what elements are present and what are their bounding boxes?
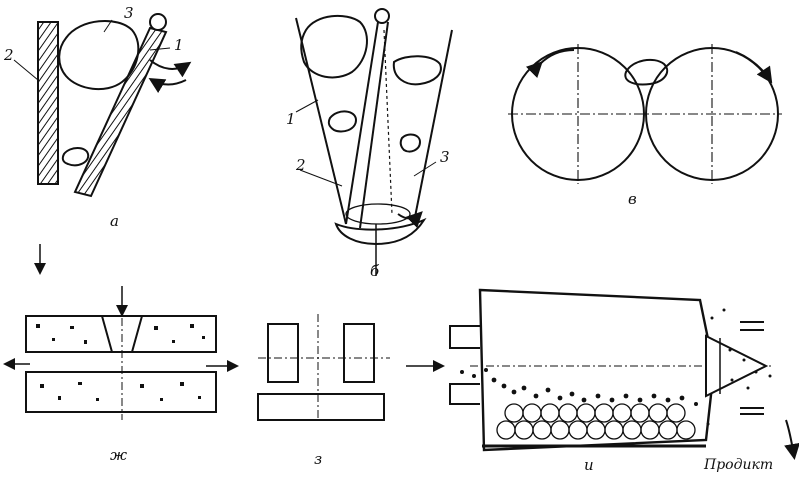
- small-rock-piece: [327, 110, 358, 133]
- jaw-pivot: [149, 13, 167, 31]
- left-column: [267, 323, 299, 383]
- material-particles: [460, 308, 772, 426]
- panel-z-caption: з: [314, 450, 323, 468]
- inlet-duct: [449, 325, 480, 405]
- small-rock-piece-right: [399, 133, 422, 153]
- base-plate: [257, 393, 385, 421]
- large-rock-piece: [58, 20, 140, 91]
- panel-i-ball-mill: [406, 288, 799, 460]
- panel-z-column-blocks: [257, 314, 390, 421]
- swing-arrow-icon: [149, 59, 192, 78]
- panel-b-label-3: 3: [440, 148, 450, 166]
- panel-b-caption: б: [370, 262, 380, 280]
- lower-block: [25, 371, 217, 413]
- panel-b-label-1: 1: [286, 110, 296, 128]
- panel-zh-crushing-blocks: [3, 244, 239, 420]
- cone-shaft-pivot: [374, 8, 390, 24]
- cone-gyration-ellipse: [345, 203, 411, 225]
- rotation-arrow-icon: [397, 211, 423, 229]
- panel-zh-caption: ж: [110, 446, 128, 464]
- discharge-cone: [705, 334, 769, 398]
- mill-shell: [478, 288, 716, 452]
- grinding-balls: [496, 403, 696, 440]
- right-column: [343, 323, 375, 383]
- cone-base: [334, 217, 427, 246]
- outer-bowl-left-wall: [295, 17, 347, 225]
- small-rock-piece: [61, 147, 90, 167]
- moving-jaw-plate: [73, 26, 168, 198]
- panel-a-jaw-crusher: [13, 13, 192, 198]
- fixed-jaw-plate: [37, 21, 59, 185]
- panel-v-roll-crusher: [508, 44, 782, 184]
- right-rock-piece: [392, 55, 442, 86]
- left-roll-rotation-arrow-icon: [525, 49, 575, 79]
- block-particles: [36, 324, 205, 401]
- product-label: Продикт: [704, 457, 774, 473]
- panel-a-label-2: 2: [4, 46, 14, 64]
- panel-i-caption: и: [584, 456, 594, 474]
- panel-a-label-1: 1: [174, 36, 184, 54]
- panel-b-label-2: 2: [296, 156, 306, 174]
- swing-arrow-back-icon: [148, 77, 187, 94]
- panel-v-caption: в: [628, 190, 637, 208]
- outer-bowl-right-wall: [413, 29, 453, 223]
- panel-a-label-3: 3: [124, 4, 134, 22]
- panel-b-cone-crusher: [295, 8, 453, 276]
- rock-between-rolls: [624, 58, 669, 86]
- outlet-frame: [740, 321, 764, 415]
- large-rock-piece: [300, 14, 368, 79]
- panel-a-caption: а: [110, 212, 119, 230]
- right-roll-rotation-arrow-icon: [735, 51, 773, 84]
- product-flow-arrow-icon: [784, 419, 799, 460]
